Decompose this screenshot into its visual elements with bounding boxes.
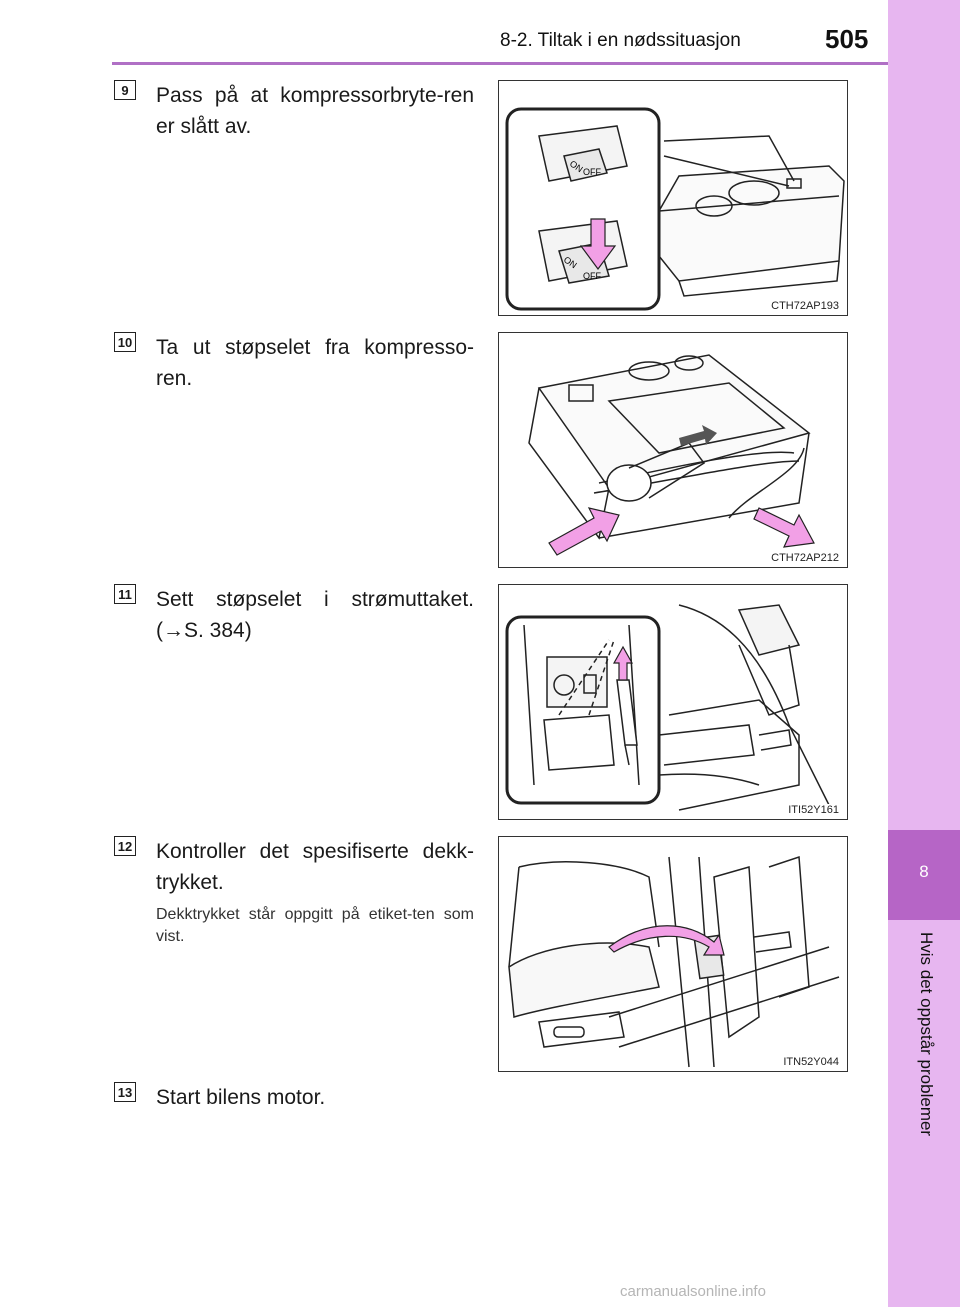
step-number: 9 [114,80,136,100]
tire-label-illustration [508,855,840,1068]
press-arrow-icon [579,218,617,271]
right-arrow-icon [753,507,815,548]
step-number: 11 [114,584,136,604]
switch-off-label: OFF [583,167,601,177]
chapter-title: Hvis det oppstår problemer [917,932,936,1137]
step-text: Sett støpselet i strømuttaket. (→S. 384) [156,588,474,642]
switch-off-label-2: OFF [583,271,601,281]
step-number: 12 [114,836,136,856]
figure-code: CTH72AP212 [769,552,841,564]
figure-power-outlet: ITI52Y161 [498,584,848,820]
step-text: Pass på at kompressorbryte-ren er slått … [156,84,474,138]
section-title: 8-2. Tiltak i en nødssituasjon [500,30,741,51]
figure-code: ITN52Y044 [781,1056,841,1068]
pull-arrow-icon [679,425,717,446]
step-note: Dekktrykket står oppgitt på etiket-ten s… [156,906,474,945]
watermark: carmanualsonline.info [620,1283,766,1300]
header-divider [112,62,888,65]
chapter-number: 8 [919,862,929,881]
insert-arrow-icon [612,645,634,681]
step-number: 10 [114,332,136,352]
figure-compressor-switch: ON OFF ON OFF CTH72AP193 [498,80,848,316]
step-text: Kontroller det spesifiserte dekk-trykket… [156,840,474,894]
power-outlet-illustration [505,604,830,811]
label-pointer-arrow-icon [608,925,725,956]
figure-code: CTH72AP193 [769,300,841,312]
figure-code: ITI52Y161 [786,804,841,816]
page-number: 505 [825,24,869,54]
step-number: 13 [114,1082,136,1102]
compressor-switch-illustration: ON OFF ON OFF [505,107,845,311]
chapter-tab [888,830,960,920]
figure-tire-pressure-label: ITN52Y044 [498,836,848,1072]
chapter-sidebar: 8 Hvis det oppstår problemer [888,0,960,1307]
step-text: Ta ut støpselet fra kompresso-ren. [156,336,474,390]
figure-unplug-compressor: CTH72AP212 [498,332,848,568]
step-text: Start bilens motor. [156,1086,326,1109]
left-arrow-icon [548,507,620,556]
unplug-illustration [528,354,815,556]
